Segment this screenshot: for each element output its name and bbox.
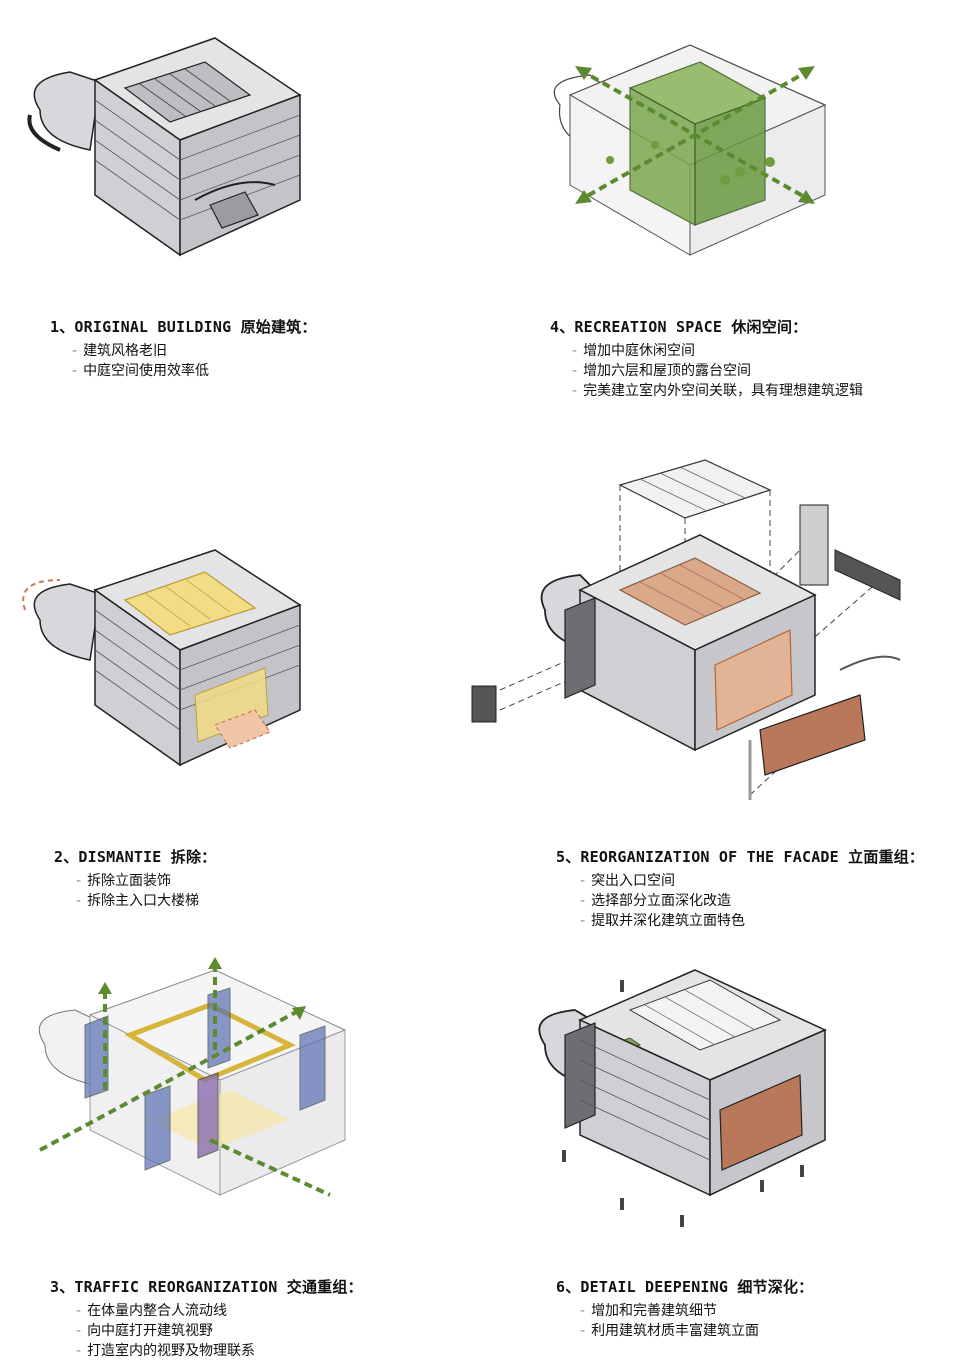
diagram-recreation-space	[480, 0, 960, 300]
caption-list: -建筑风格老旧 -中庭空间使用效率低	[50, 341, 317, 381]
caption-step-6: 6、DETAIL DEEPENING 细节深化： -增加和完善建筑细节 -利用建…	[556, 1276, 813, 1341]
caption-list: -拆除立面装饰 -拆除主入口大楼梯	[54, 871, 216, 911]
caption-title: 3、TRAFFIC REORGANIZATION 交通重组：	[50, 1278, 363, 1296]
recreation-space-axonometric	[553, 44, 827, 256]
list-item: -向中庭打开建筑视野	[76, 1323, 214, 1339]
caption-step-5: 5、REORGANIZATION OF THE FACADE 立面重组： -突出…	[556, 846, 924, 931]
caption-step-2: 2、DISMANTIE 拆除： -拆除立面装饰 -拆除主入口大楼梯	[54, 846, 216, 911]
list-item: -提取并深化建筑立面特色	[580, 913, 746, 929]
list-item: -增加六层和屋顶的露台空间	[572, 363, 752, 379]
caption-list: -突出入口空间 -选择部分立面深化改造 -提取并深化建筑立面特色	[556, 871, 924, 931]
caption-list: -增加中庭休闲空间 -增加六层和屋顶的露台空间 -完美建立室内外空间关联，具有理…	[550, 341, 863, 401]
diagram-original-building	[0, 0, 480, 300]
list-item: -利用建筑材质丰富建筑立面	[580, 1323, 760, 1339]
list-item: -增加中庭休闲空间	[572, 343, 696, 359]
diagram-traffic-reorganization	[0, 950, 480, 1250]
caption-step-4: 4、RECREATION SPACE 休闲空间： -增加中庭休闲空间 -增加六层…	[550, 316, 863, 401]
facade-exploded-axonometric	[471, 459, 901, 800]
list-item: -建筑风格老旧	[72, 343, 168, 359]
diagram-detail-deepening	[480, 950, 960, 1250]
list-item: -打造室内的视野及物理联系	[76, 1343, 256, 1359]
caption-title: 6、DETAIL DEEPENING 细节深化：	[556, 1278, 814, 1296]
caption-list: -增加和完善建筑细节 -利用建筑材质丰富建筑立面	[556, 1301, 813, 1341]
caption-title: 2、DISMANTIE 拆除：	[54, 848, 217, 866]
list-item: -突出入口空间	[580, 873, 676, 889]
caption-step-3: 3、TRAFFIC REORGANIZATION 交通重组： -在体量内整合人流…	[50, 1276, 363, 1361]
diagram-dismantle	[0, 520, 480, 820]
caption-title: 4、RECREATION SPACE 休闲空间：	[550, 318, 808, 336]
list-item: -拆除立面装饰	[76, 873, 172, 889]
detail-axonometric	[538, 969, 827, 1227]
list-item: -拆除主入口大楼梯	[76, 893, 200, 909]
list-item: -完美建立室内外空间关联，具有理想建筑逻辑	[572, 383, 864, 399]
caption-step-1: 1、ORIGINAL BUILDING 原始建筑： -建筑风格老旧 -中庭空间使…	[50, 316, 317, 381]
list-item: -增加和完善建筑细节	[580, 1303, 718, 1319]
caption-list: -在体量内整合人流动线 -向中庭打开建筑视野 -打造室内的视野及物理联系	[50, 1301, 363, 1361]
dismantle-axonometric	[22, 549, 302, 767]
list-item: -选择部分立面深化改造	[580, 893, 732, 909]
diagram-facade-reorganization	[460, 450, 960, 830]
original-building-axonometric	[27, 37, 302, 257]
list-item: -中庭空间使用效率低	[72, 363, 210, 379]
caption-title: 1、ORIGINAL BUILDING 原始建筑：	[50, 318, 317, 336]
traffic-axonometric	[38, 957, 347, 1197]
list-item: -在体量内整合人流动线	[76, 1303, 228, 1319]
caption-title: 5、REORGANIZATION OF THE FACADE 立面重组：	[556, 848, 925, 866]
